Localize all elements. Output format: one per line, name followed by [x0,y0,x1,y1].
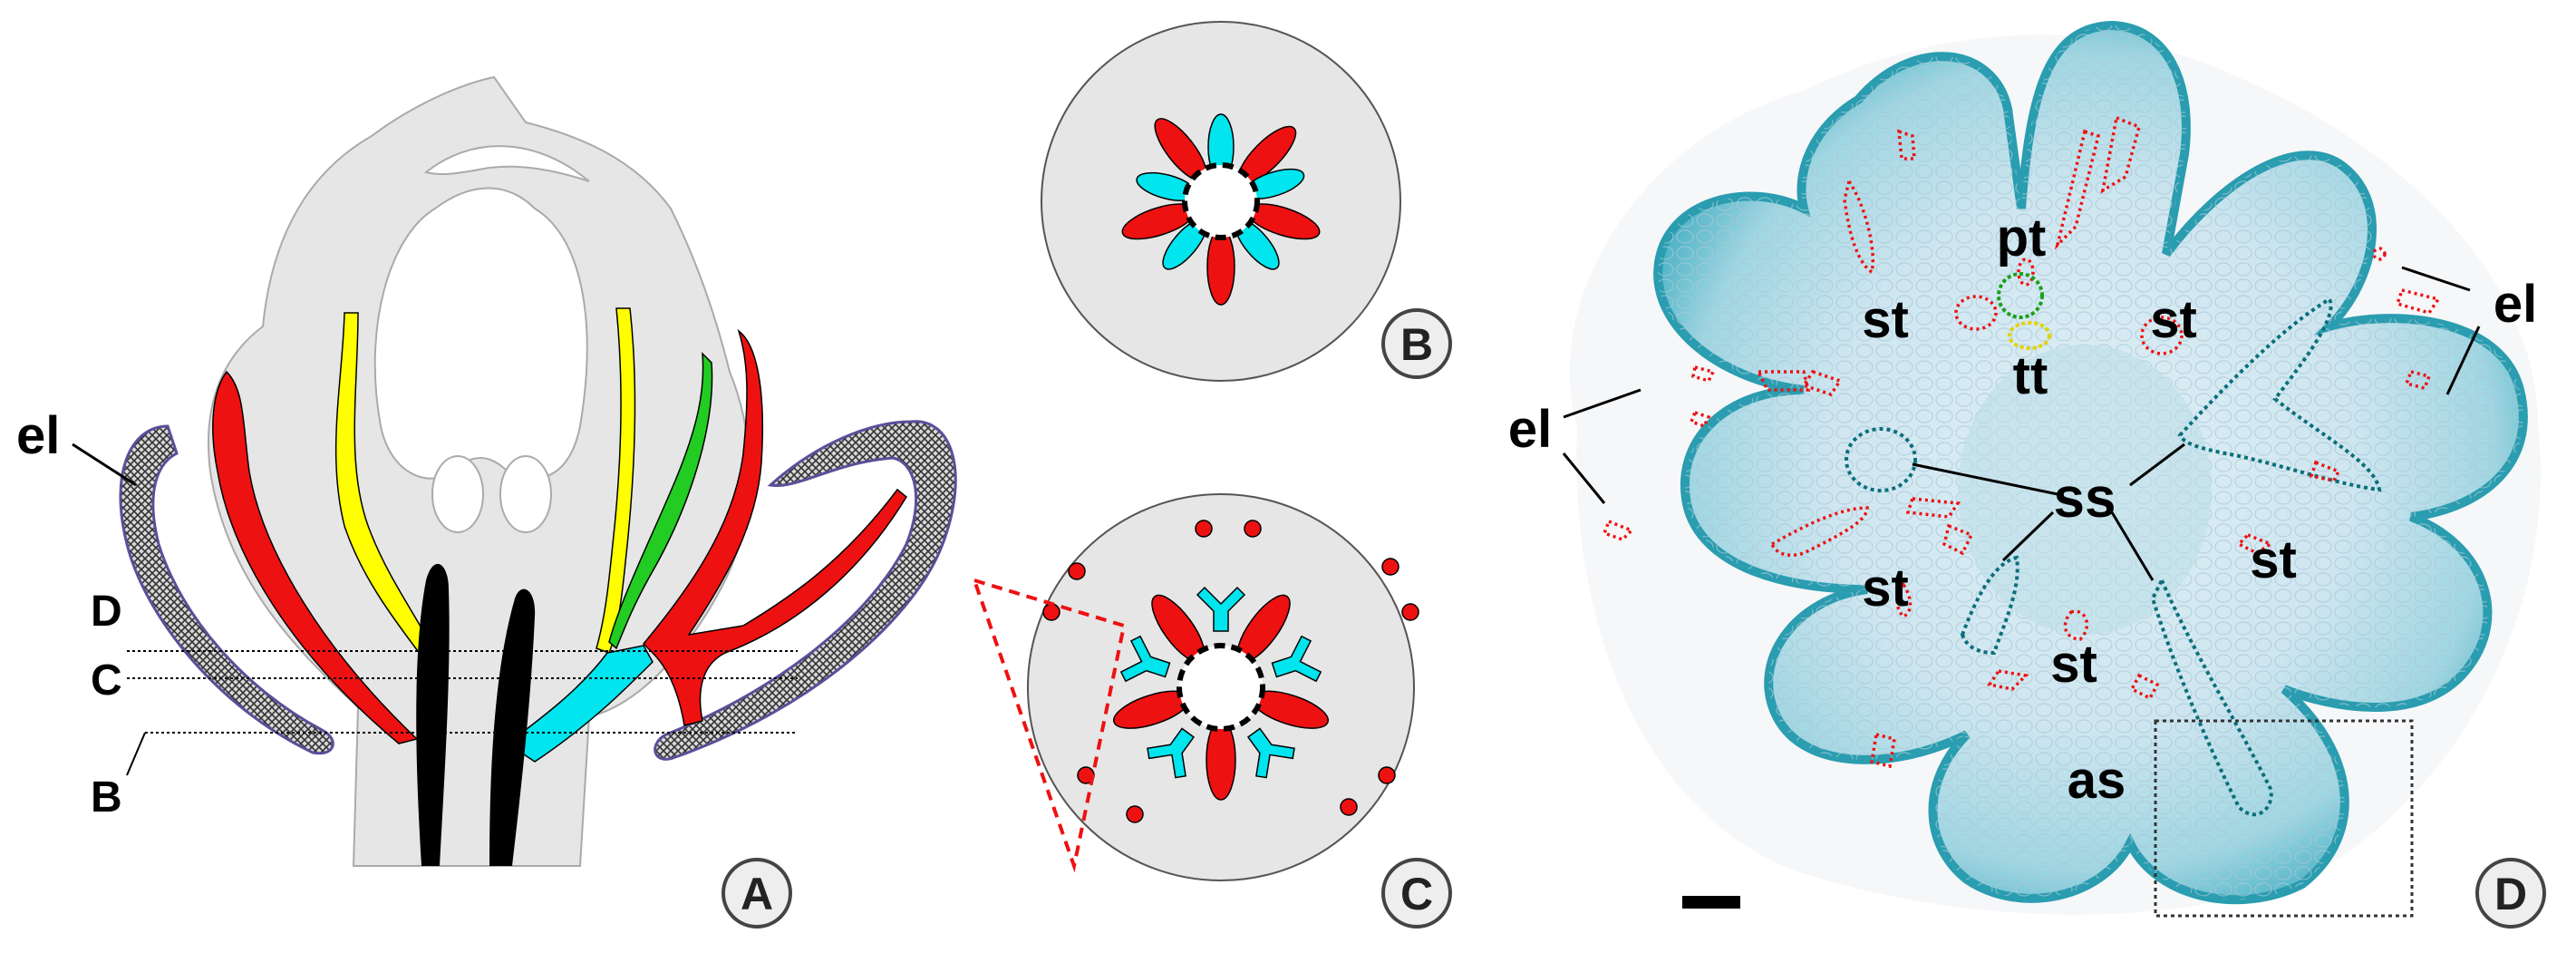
label-st-3: st [1862,559,1909,618]
bundle-black-left [416,563,450,866]
style-arch [423,145,590,182]
locule-left [431,455,484,533]
panel-letter-b-circle [1381,308,1452,379]
label-st-4: st [2250,530,2297,589]
bundle-red-outer-right [642,328,907,726]
panel-letter-b: B [1400,319,1433,370]
d-leader-lines [1562,266,2481,581]
panel-letter-d: D [2494,869,2527,919]
panel-letter-c: C [1400,869,1433,919]
c-sector-wedge [971,577,1127,873]
c-cyan-y-5 [1119,635,1171,683]
label-st-5: st [2050,635,2097,694]
section-c-bundles [1113,586,1329,801]
label-ss: ss [2054,467,2116,530]
bundle-green-right [608,352,713,650]
c-cyan-y-2 [1271,635,1322,683]
panel-b-diagram: B [1041,21,1452,382]
bundle-red-outer-left [212,370,419,744]
c-cyan-y-3 [1246,727,1295,779]
epicalyx-right [654,420,957,761]
label-st-2: st [2150,290,2197,349]
label-el-a: el [16,406,60,465]
label-as: as [2068,751,2126,810]
panel-letter-d-circle [2475,858,2546,929]
label-el-d-right: el [2494,275,2537,334]
c-cyan-y-1 [1196,586,1246,632]
leader-b [126,732,146,776]
locule-right [499,455,552,533]
label-el-d-left: el [1508,400,1552,459]
d-tt-circle [2008,321,2051,350]
panel-letter-a: A [741,869,773,919]
label-pt: pt [1997,209,2047,267]
label-section-b: B [91,773,122,822]
c-peripheral-dots [1042,520,1419,823]
label-section-d: D [91,588,122,636]
panel-d-micrograph: pt tt ss as el el st st st st st D [1508,20,2546,929]
bundle-black-right [489,588,536,866]
d-red-outlines [1602,115,2441,769]
panel-letter-a-circle [721,858,792,929]
panel-letter-c-circle [1381,858,1452,929]
epicalyx-left [119,424,334,755]
label-tt: tt [2013,346,2048,405]
c-central-ring [1177,643,1265,732]
d-scale-bar [1682,896,1740,909]
label-section-c: C [91,656,122,705]
c-cyan-y-4 [1147,727,1196,779]
section-b-bundles [1121,113,1321,306]
label-st-1: st [1862,290,1909,349]
b-central-ring [1182,162,1260,240]
d-teal-outlines [1845,297,2382,817]
leader-el-a [72,442,137,487]
d-inset-box [2154,719,2414,918]
d-central-zone [1958,345,2212,635]
panel-c-diagram: C [971,493,1452,929]
panel-a-diagram: el D C B A [16,75,957,929]
c-bundle-red-3 [1206,719,1236,801]
d-pt-circle [1997,272,2044,319]
